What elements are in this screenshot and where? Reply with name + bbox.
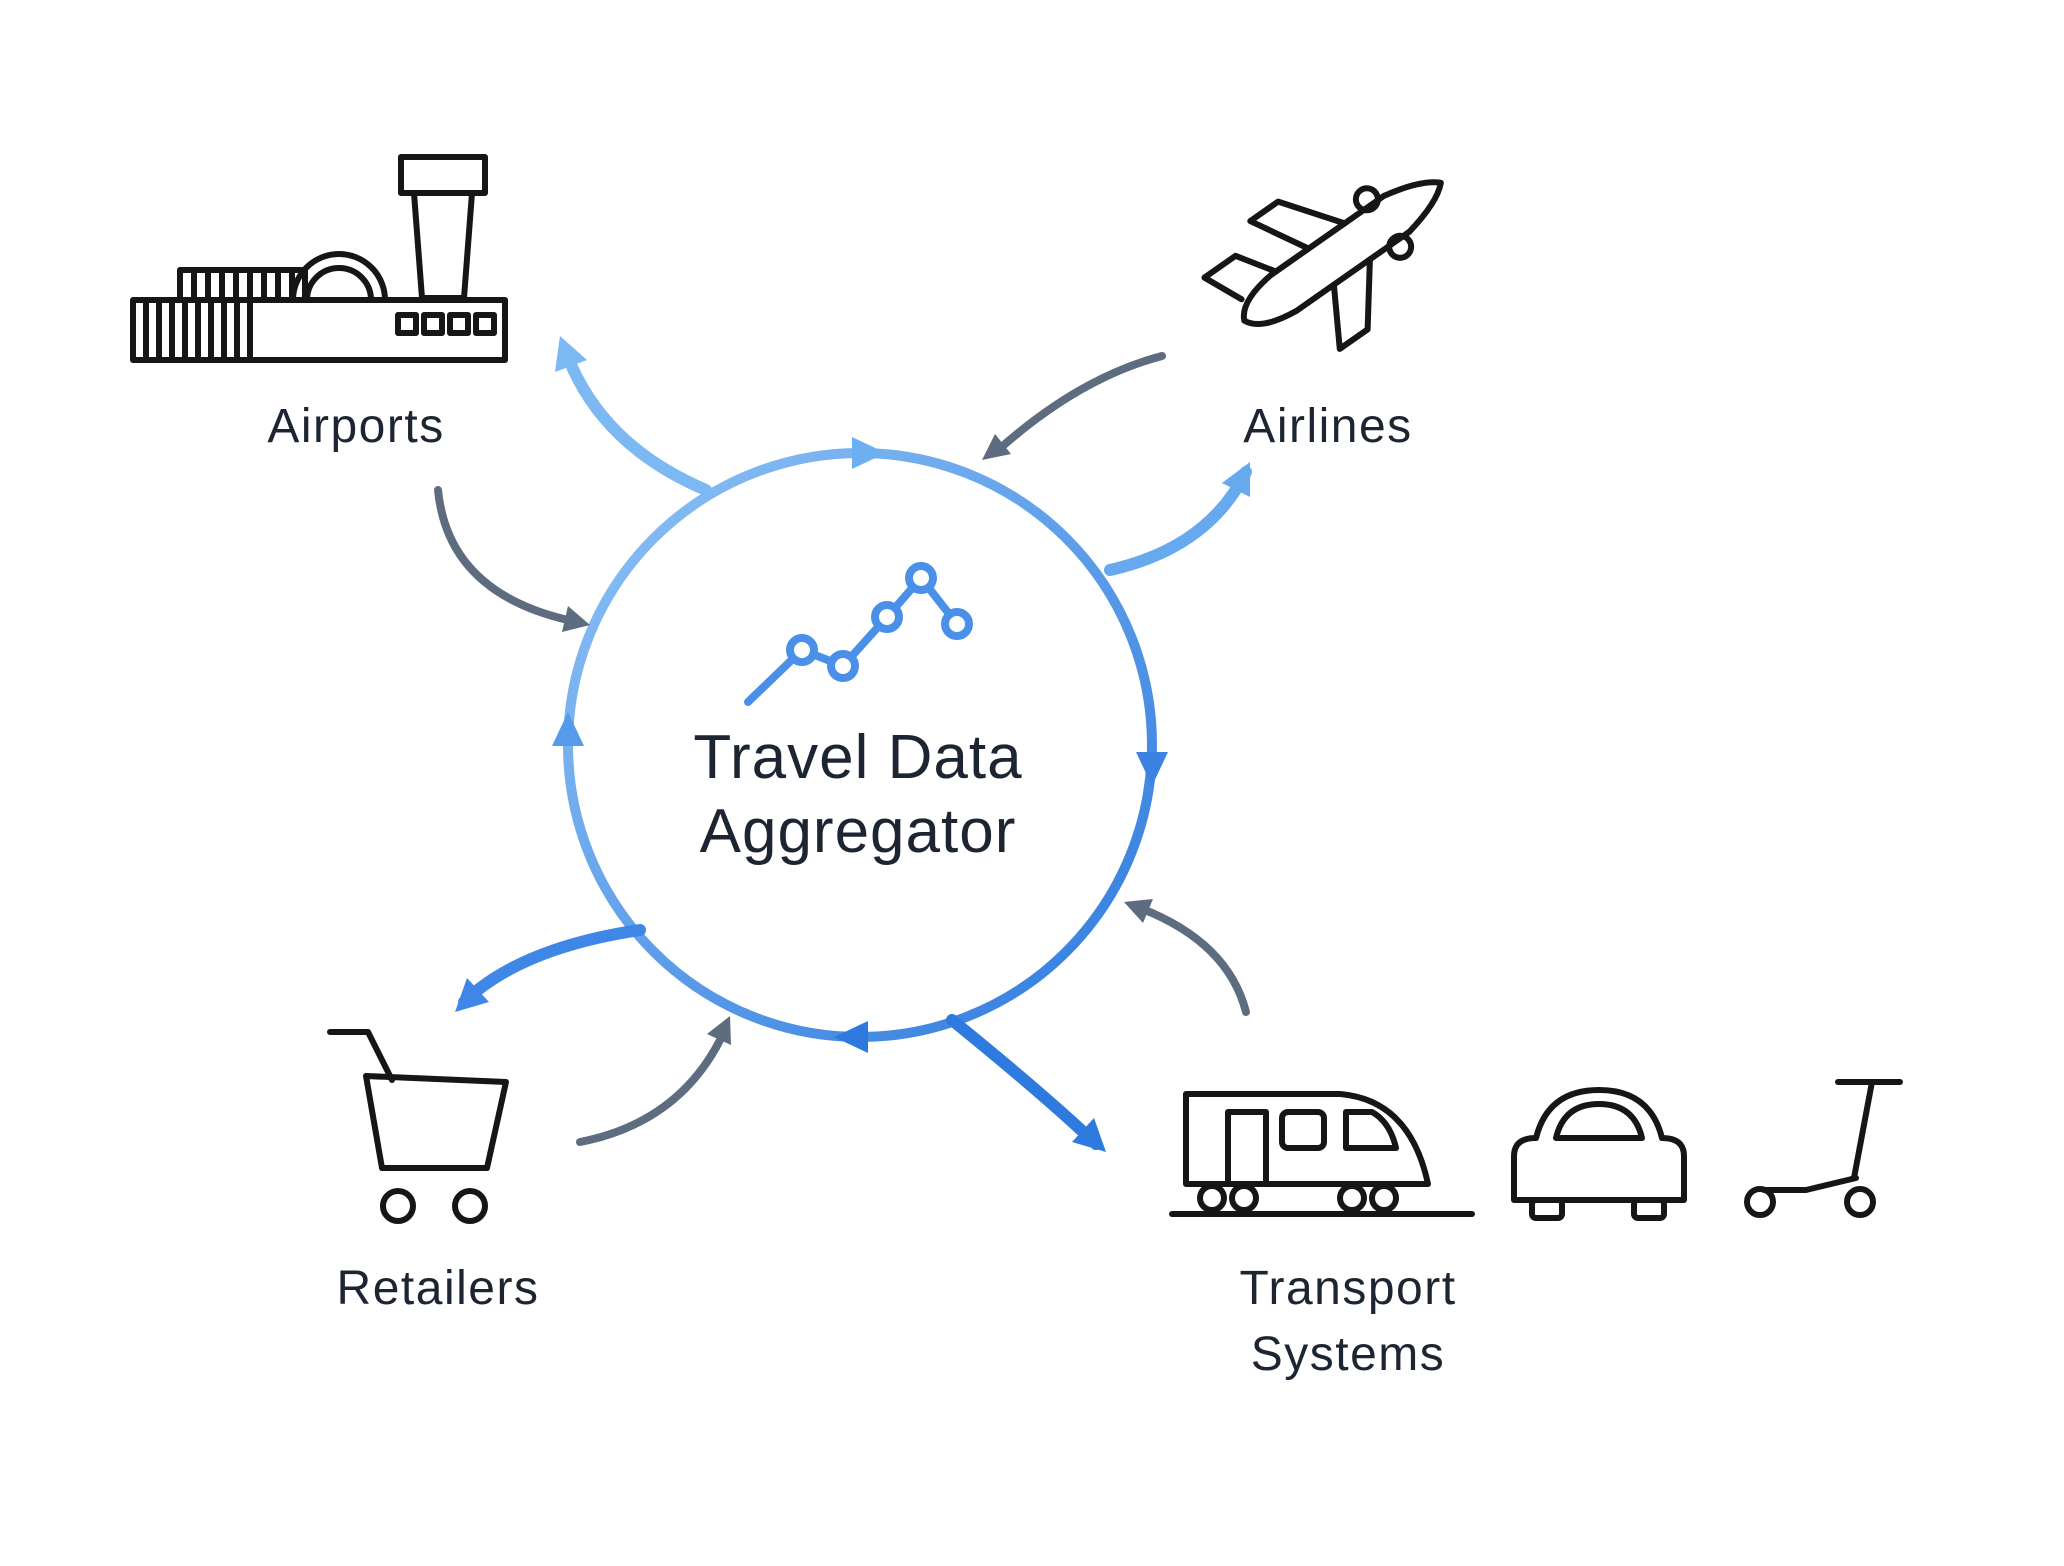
terminal-window xyxy=(447,312,471,336)
scooter-deck xyxy=(1761,1175,1859,1193)
terminal-columns xyxy=(143,297,253,363)
node-retailers: Retailers xyxy=(327,1029,540,1315)
arrowhead-icon xyxy=(707,1016,731,1045)
train-window xyxy=(1279,1109,1327,1151)
node-transport-systems: Transport Systems xyxy=(1169,1079,1903,1381)
train-door xyxy=(1225,1109,1269,1187)
tower-body xyxy=(411,190,475,301)
transport-label-line1: Transport xyxy=(1239,1262,1456,1315)
arrow-line xyxy=(560,346,712,496)
arrow-retailers-to-aggregator xyxy=(576,1016,731,1146)
arrow-transport-to-aggregator xyxy=(1124,899,1250,1016)
terminal-strip xyxy=(177,267,308,303)
arrowhead-icon xyxy=(1072,1118,1106,1152)
cycle-arrowhead-right-icon xyxy=(1136,752,1168,786)
arrow-line xyxy=(1136,904,1250,1016)
aggregator-title-line2: Aggregator xyxy=(700,797,1017,866)
lower-wing xyxy=(1330,256,1373,352)
terminal-arch xyxy=(290,251,388,303)
car-icon xyxy=(1511,1087,1687,1221)
airlines-label: Airlines xyxy=(1243,400,1412,453)
tail-fin xyxy=(1201,252,1279,303)
train-body xyxy=(1183,1091,1431,1187)
cycle-arrowhead-left-icon xyxy=(552,712,584,746)
line-chart-point xyxy=(871,601,903,633)
terminal-building xyxy=(130,297,508,363)
arrow-aggregator-to-transport xyxy=(946,1014,1106,1152)
arrowhead-icon xyxy=(562,606,590,632)
cart-handle xyxy=(327,1029,395,1083)
arrowhead-icon xyxy=(455,978,489,1012)
aggregator-title-line1: Travel Data xyxy=(693,723,1022,792)
cycle-arrowhead-bottom-icon xyxy=(834,1021,868,1053)
engine xyxy=(1386,232,1415,261)
shopping-cart-icon xyxy=(327,1029,509,1224)
arrow-aggregator-to-airports xyxy=(555,336,712,496)
line-chart-point xyxy=(941,608,973,640)
node-airlines: Airlines xyxy=(1201,179,1444,453)
car-body xyxy=(1511,1087,1687,1203)
arrow-airports-to-aggregator xyxy=(434,486,590,632)
car-wheel xyxy=(1529,1197,1565,1221)
train-wheel xyxy=(1197,1183,1227,1213)
train-wheel xyxy=(1337,1183,1367,1213)
arrowhead-icon xyxy=(555,336,587,372)
node-airports: Airports xyxy=(130,154,508,453)
line-chart-path xyxy=(744,574,961,706)
scooter-wheel xyxy=(1744,1186,1776,1218)
scooter-column xyxy=(1851,1079,1875,1181)
cycle-arrowhead-top-icon xyxy=(852,437,886,469)
transport-label-line2: Systems xyxy=(1251,1328,1446,1381)
train-wheel xyxy=(1369,1183,1399,1213)
arrow-line xyxy=(458,924,646,1008)
arrow-line xyxy=(1104,466,1252,576)
upper-wing xyxy=(1247,198,1348,252)
cart-basket xyxy=(363,1073,509,1171)
airports-label: Airports xyxy=(267,400,444,453)
engine xyxy=(1352,185,1381,214)
line-chart-point xyxy=(827,650,859,682)
cart-wheel xyxy=(380,1188,416,1224)
arrowhead-icon xyxy=(1222,462,1250,497)
cart-wheel xyxy=(452,1188,488,1224)
terminal-window xyxy=(473,312,497,336)
aggregator-node: Travel Data Aggregator xyxy=(552,437,1168,1053)
car-window xyxy=(1553,1101,1645,1141)
arrow-aggregator-to-retailers xyxy=(455,924,646,1012)
airport-building-icon xyxy=(130,154,508,363)
retailers-label: Retailers xyxy=(337,1262,540,1315)
arrow-airlines-to-aggregator xyxy=(982,352,1166,460)
terminal-window xyxy=(421,312,445,336)
arrow-line xyxy=(576,1028,728,1146)
scooter-wheel xyxy=(1844,1186,1876,1218)
airplane-icon xyxy=(1201,179,1444,352)
arrow-line xyxy=(434,486,572,624)
line-chart-point xyxy=(786,634,818,666)
arrow-line xyxy=(946,1014,1102,1150)
arrowhead-icon xyxy=(1124,899,1153,923)
arrowhead-icon xyxy=(982,434,1011,460)
arrow-aggregator-to-airlines xyxy=(1104,462,1252,576)
train-icon xyxy=(1169,1091,1475,1217)
fuselage xyxy=(1240,179,1444,327)
tower-cap xyxy=(398,154,488,196)
line-chart-icon xyxy=(744,562,973,706)
train-front-window xyxy=(1343,1109,1399,1151)
terminal-window xyxy=(395,312,419,336)
car-wheel xyxy=(1631,1197,1667,1221)
train-wheel xyxy=(1229,1183,1259,1213)
scooter-icon xyxy=(1744,1079,1903,1218)
terminal-arch-inner xyxy=(304,265,374,303)
strip-windows xyxy=(191,267,295,303)
arrow-line xyxy=(992,352,1166,456)
line-chart-point xyxy=(905,562,937,594)
